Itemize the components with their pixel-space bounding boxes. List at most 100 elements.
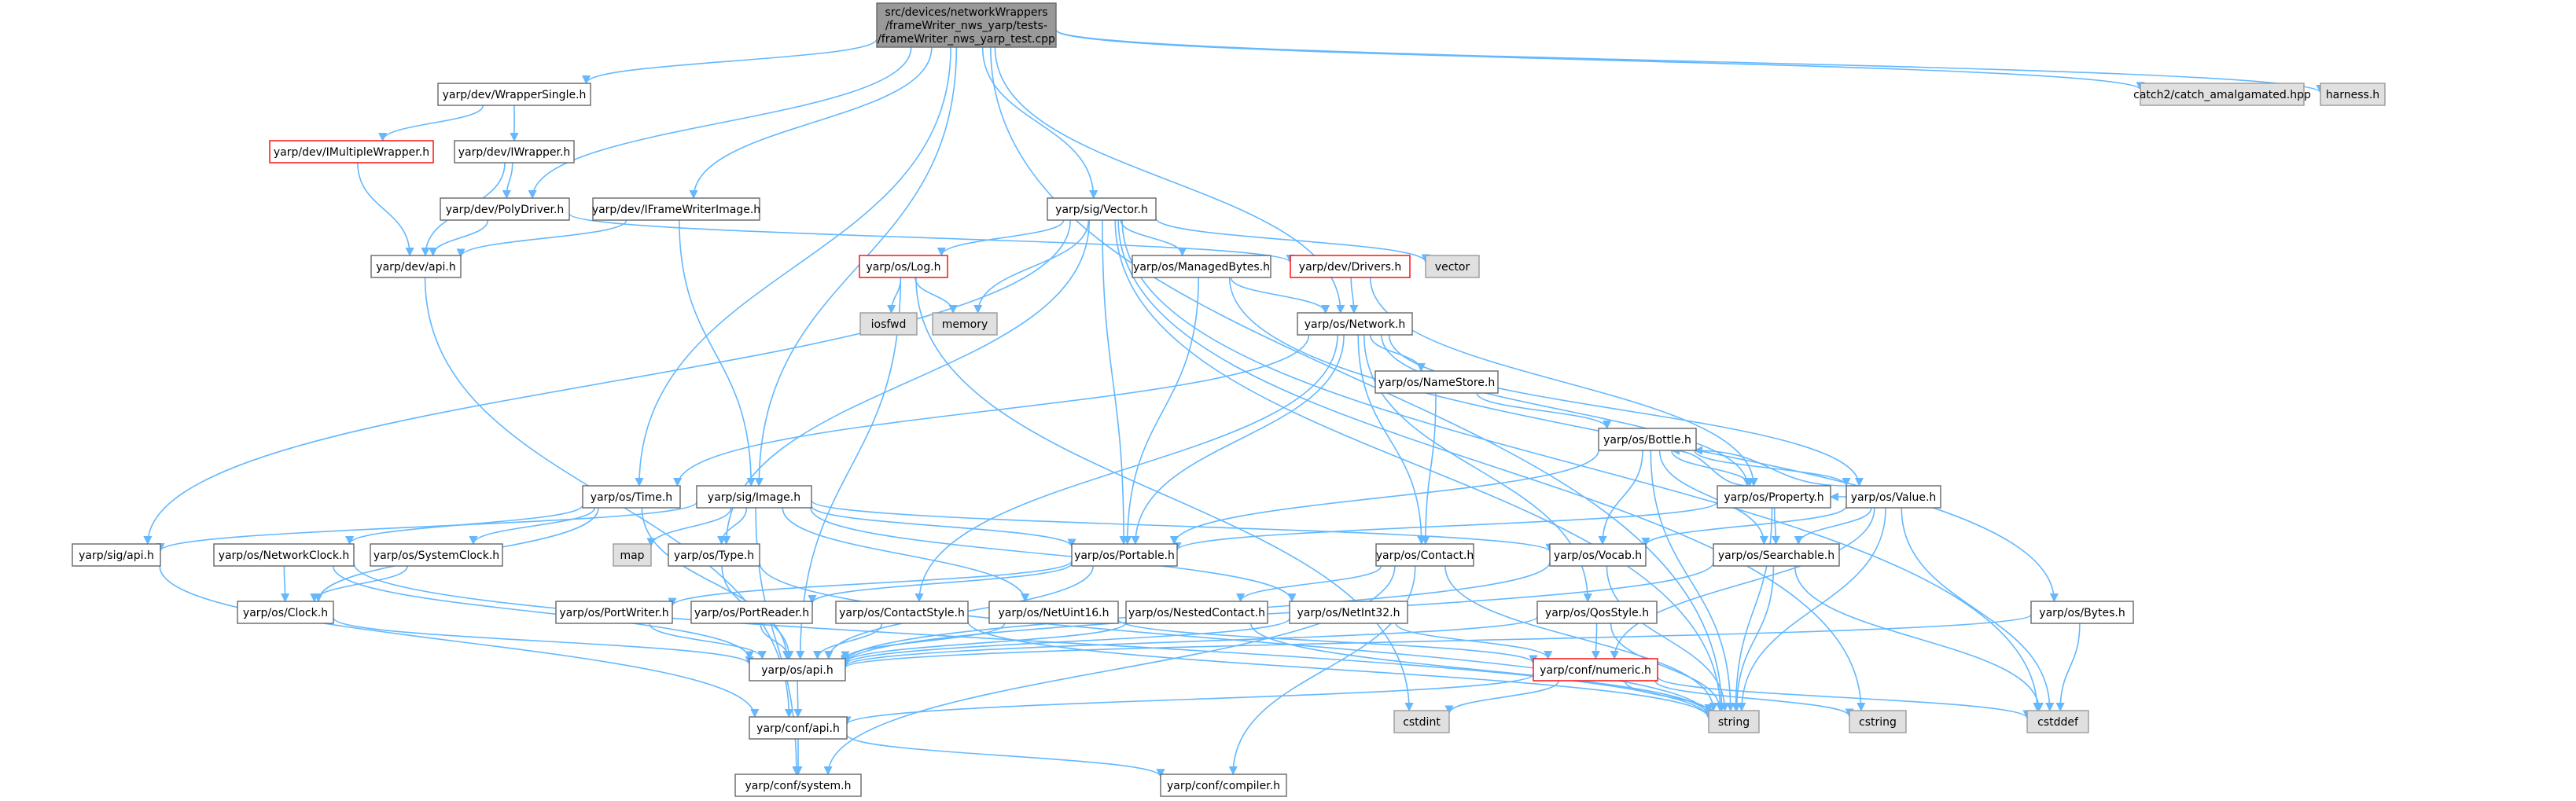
node-label: yarp/os/Bytes.h <box>2039 607 2125 619</box>
node-nestedcontact[interactable]: yarp/os/NestedContact.h <box>1125 601 1268 624</box>
node-netuint16[interactable]: yarp/os/NetUint16.h <box>988 601 1119 624</box>
edge-sigimage-to-ostype <box>717 507 748 546</box>
node-portable[interactable]: yarp/os/Portable.h <box>1071 543 1178 567</box>
node-box <box>370 255 462 278</box>
node-iframewriterimage[interactable]: yarp/dev/IFrameWriterImage.h <box>592 197 760 221</box>
node-iwrapper[interactable]: yarp/dev/IWrapper.h <box>454 140 575 164</box>
node-netint32[interactable]: yarp/os/NetInt32.h <box>1289 601 1408 624</box>
node-label: yarp/dev/WrapperSingle.h <box>443 89 587 101</box>
edge-iframewriterimage-to-devapi <box>456 219 627 258</box>
edge-value-to-numeric <box>1610 507 1875 660</box>
node-ostype[interactable]: yarp/os/Type.h <box>668 543 760 567</box>
edge-networkclock-to-clock <box>281 565 290 603</box>
node-box <box>1393 710 1450 733</box>
node-contact[interactable]: yarp/os/Contact.h <box>1375 543 1474 567</box>
edge-sigimage-to-netuint16 <box>782 507 1030 603</box>
edge-bytes-to-osapi <box>841 614 2032 669</box>
node-box <box>1289 601 1408 624</box>
edge-iframewriterimage-to-sigimage <box>678 219 756 487</box>
node-box <box>613 543 652 567</box>
node-sigvector[interactable]: yarp/sig/Vector.h <box>1047 197 1157 221</box>
edge-sigimage-to-netint32 <box>810 507 1297 603</box>
node-sigapi[interactable]: yarp/sig/api.h <box>72 543 161 567</box>
node-confcompiler[interactable]: yarp/conf/compiler.h <box>1160 773 1287 797</box>
node-portwriter[interactable]: yarp/os/PortWriter.h <box>555 601 673 624</box>
edge-sigvector-to-string <box>1114 219 1725 712</box>
edge-polydriver-to-devapi <box>429 219 489 257</box>
node-searchable[interactable]: yarp/os/Searchable.h <box>1713 543 1840 567</box>
node-label: yarp/dev/IMultipleWrapper.h <box>274 146 429 159</box>
node-label: yarp/os/NameStore.h <box>1378 377 1495 389</box>
node-numeric[interactable]: yarp/conf/numeric.h <box>1533 658 1658 682</box>
edge-layer <box>143 29 2325 778</box>
node-sigimage[interactable]: yarp/sig/Image.h <box>696 485 812 509</box>
node-label: yarp/os/Value.h <box>1851 491 1937 504</box>
node-box <box>592 197 760 221</box>
node-managedbytes[interactable]: yarp/os/ManagedBytes.h <box>1132 255 1271 278</box>
node-box <box>859 312 918 336</box>
node-box <box>1290 255 1411 278</box>
node-box <box>1598 428 1697 451</box>
edge-property-to-string <box>1731 507 1773 712</box>
node-label: yarp/sig/Image.h <box>708 491 800 504</box>
node-contactstyle[interactable]: yarp/os/ContactStyle.h <box>835 601 969 624</box>
edge-networkclock-to-string <box>353 563 1713 720</box>
node-box <box>269 140 434 164</box>
edge-value-to-string <box>1737 507 1886 712</box>
node-box <box>582 485 681 509</box>
edge-qosstyle-to-string <box>1610 623 1725 712</box>
edge-network-to-portable <box>1131 334 1345 546</box>
edge-root-to-iframewriterimage <box>689 46 933 200</box>
edge-network-to-contactstyle <box>914 334 1338 603</box>
node-box <box>988 601 1119 624</box>
node-devapi[interactable]: yarp/dev/api.h <box>370 255 462 278</box>
node-polydriver[interactable]: yarp/dev/PolyDriver.h <box>440 197 570 221</box>
edge-numeric-to-cstddef <box>1657 676 2032 719</box>
node-root[interactable]: src/devices/networkWrappers/frameWriter_… <box>876 2 1057 48</box>
node-qosstyle[interactable]: yarp/os/QosStyle.h <box>1536 601 1658 624</box>
node-box <box>1375 543 1474 567</box>
edge-contactstyle-to-string <box>967 620 1713 719</box>
node-box <box>1533 658 1658 682</box>
node-label: yarp/conf/compiler.h <box>1167 780 1280 792</box>
edge-contactstyle-to-osapi <box>812 623 883 660</box>
node-bottle[interactable]: yarp/os/Bottle.h <box>1598 428 1697 451</box>
node-label: yarp/dev/PolyDriver.h <box>446 204 565 216</box>
node-confsystem[interactable]: yarp/conf/system.h <box>734 773 862 797</box>
edge-drivers-to-network <box>1349 277 1359 314</box>
node-property[interactable]: yarp/os/Property.h <box>1717 485 1831 509</box>
edge-bottle-to-vocab <box>1598 450 1643 546</box>
node-systemclock[interactable]: yarp/os/SystemClock.h <box>370 543 503 567</box>
edge-sigvector-to-portable <box>1102 219 1128 546</box>
edge-network-to-namestore <box>1369 334 1426 373</box>
node-vocab[interactable]: yarp/os/Vocab.h <box>1549 543 1647 567</box>
node-label: yarp/os/Portable.h <box>1074 549 1175 562</box>
node-label: catch2/catch_amalgamated.hpp <box>2133 89 2311 101</box>
edge-bottle-to-portable <box>1169 450 1599 546</box>
node-osapi[interactable]: yarp/os/api.h <box>749 658 846 682</box>
node-oslog[interactable]: yarp/os/Log.h <box>859 255 948 278</box>
node-confapi[interactable]: yarp/conf/api.h <box>749 716 848 740</box>
node-imultiplewrapper[interactable]: yarp/dev/IMultipleWrapper.h <box>269 140 434 164</box>
node-label: yarp/os/Bottle.h <box>1603 434 1691 446</box>
node-value[interactable]: yarp/os/Value.h <box>1846 485 1941 509</box>
node-box <box>1297 312 1413 336</box>
edge-contact-to-confsystem <box>823 565 1396 776</box>
node-label: cstddef <box>2037 716 2079 729</box>
node-bytes[interactable]: yarp/os/Bytes.h <box>2030 601 2134 624</box>
node-drivers[interactable]: yarp/dev/Drivers.h <box>1290 255 1411 278</box>
node-label: yarp/os/api.h <box>761 664 833 677</box>
edge-ostime-to-systemclock <box>469 507 595 546</box>
node-portreader[interactable]: yarp/os/PortReader.h <box>690 601 813 624</box>
node-clock[interactable]: yarp/os/Clock.h <box>237 601 334 624</box>
edge-bytes-to-cstddef <box>2055 623 2081 712</box>
node-network[interactable]: yarp/os/Network.h <box>1297 312 1413 336</box>
node-ostime[interactable]: yarp/os/Time.h <box>582 485 681 509</box>
edge-namestore-to-contact <box>1421 392 1437 546</box>
edge-imultiplewrapper-to-devapi <box>357 162 414 257</box>
node-box <box>370 543 503 567</box>
node-box <box>213 543 355 567</box>
node-networkclock[interactable]: yarp/os/NetworkClock.h <box>213 543 355 567</box>
node-wrappersingle[interactable]: yarp/dev/WrapperSingle.h <box>437 83 591 106</box>
node-namestore[interactable]: yarp/os/NameStore.h <box>1374 370 1499 394</box>
